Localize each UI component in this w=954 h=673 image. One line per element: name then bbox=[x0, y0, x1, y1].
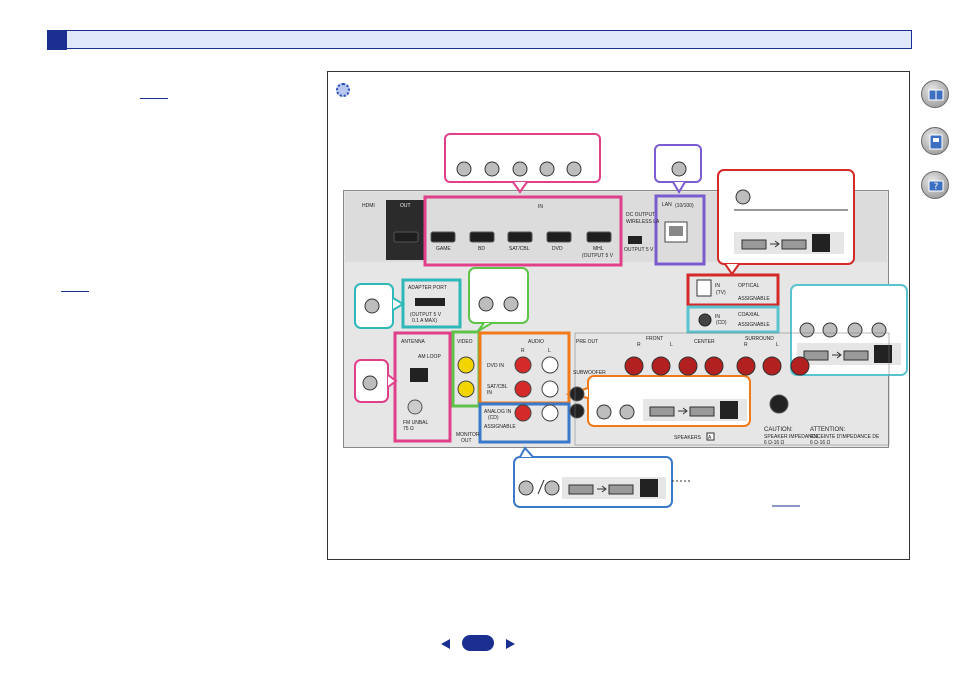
in-label: IN bbox=[538, 204, 543, 210]
hdmi-out-port bbox=[393, 231, 419, 243]
hdmi-port-mhl bbox=[586, 231, 612, 243]
surround-r-label: R bbox=[744, 342, 748, 348]
video-callout bbox=[468, 267, 529, 324]
wireless-label: WIRELESS LA bbox=[626, 219, 660, 225]
surround-l-label: L bbox=[776, 342, 779, 348]
hdmi-out-block bbox=[386, 200, 426, 260]
front-l-label: L bbox=[670, 342, 673, 348]
video-label: VIDEO bbox=[457, 339, 473, 345]
game-label: GAME bbox=[436, 246, 451, 252]
fm-unbal-label: FM UNBAL bbox=[403, 420, 429, 426]
dvd-in-label: DVD IN bbox=[487, 363, 504, 369]
optical-label: OPTICAL bbox=[738, 283, 760, 289]
adapter-output: (OUTPUT 5 V bbox=[410, 312, 442, 318]
audio-label: AUDIO bbox=[528, 339, 544, 345]
hdmi-port-game bbox=[430, 231, 456, 243]
section-header-marker bbox=[47, 30, 67, 50]
subwoofer-label: SUBWOOFER bbox=[573, 370, 606, 376]
adapter-port-label: ADAPTER PORT bbox=[408, 285, 447, 291]
assignable-label: ASSIGNABLE bbox=[484, 424, 516, 430]
audio-l-label: L bbox=[548, 348, 551, 354]
coaxial-assignable: ASSIGNABLE bbox=[738, 322, 770, 328]
dc-output-label: DC OUTPUT bbox=[626, 212, 656, 218]
tip-icon bbox=[336, 83, 350, 97]
fm-ohm-label: 75 Ω bbox=[403, 426, 414, 432]
surround-label: SURROUND bbox=[745, 336, 774, 342]
satcbl-label: SAT/CBL bbox=[509, 246, 530, 252]
next-page-icon bbox=[506, 639, 515, 649]
out-label: OUT bbox=[400, 203, 411, 209]
mhl-note: (OUTPUT 5 V bbox=[582, 253, 614, 259]
receiver-icon[interactable] bbox=[921, 127, 949, 155]
output-5v-label: OUTPUT 5 V bbox=[624, 247, 654, 253]
monitor-out-label: OUT bbox=[461, 438, 472, 444]
speakers-tag: A bbox=[708, 435, 712, 441]
note-frame bbox=[327, 71, 910, 560]
tv-label: (TV) bbox=[716, 290, 726, 296]
cd-label: (CD) bbox=[488, 415, 499, 421]
pre-out-label: PRE OUT bbox=[576, 339, 599, 345]
svg-text:?: ? bbox=[934, 182, 939, 192]
lan-spec: (10/100) bbox=[675, 203, 694, 209]
monitor-label: MONITOR bbox=[456, 432, 480, 438]
attention-label: ATTENTION: bbox=[810, 427, 846, 433]
attention-text2: 6 Ω-16 Ω bbox=[810, 440, 831, 446]
speakers-label: SPEAKERS bbox=[674, 435, 701, 441]
caution-text: SPEAKER IMPEDANCE bbox=[764, 434, 819, 440]
lan-label: LAN bbox=[662, 202, 672, 208]
page-link[interactable] bbox=[61, 291, 89, 292]
front-r-label: R bbox=[637, 342, 641, 348]
cd-coax-label: (CD) bbox=[716, 320, 727, 326]
hdmi-port-dvd bbox=[546, 231, 572, 243]
hdmi-label: HDMI bbox=[362, 203, 375, 209]
optical-assignable: ASSIGNABLE bbox=[738, 296, 770, 302]
antenna-label: ANTENNA bbox=[401, 339, 425, 345]
caution-text2: 6 Ω-16 Ω bbox=[764, 440, 785, 446]
tv-in-label: IN bbox=[715, 283, 720, 289]
page-link[interactable] bbox=[140, 98, 168, 99]
hdmi-port-bd bbox=[469, 231, 495, 243]
center-label: CENTER bbox=[694, 339, 715, 345]
prev-page-icon bbox=[441, 639, 450, 649]
analog-in-label: ANALOG IN bbox=[484, 409, 512, 415]
page-pill[interactable] bbox=[462, 635, 494, 651]
satcbl-in2-label: IN bbox=[487, 390, 492, 396]
adapter-amp: 0.1 A MAX) bbox=[412, 318, 438, 324]
hdmi-port-satcbl bbox=[507, 231, 533, 243]
coaxial-label: COAXIAL bbox=[738, 312, 760, 318]
front-label: FRONT bbox=[646, 336, 664, 342]
am-loop-label: AM LOOP bbox=[418, 354, 441, 360]
dvd-label: DVD bbox=[552, 246, 563, 252]
help-icon[interactable]: ? bbox=[921, 171, 949, 199]
caution-label: CAUTION: bbox=[764, 427, 793, 433]
usb-port bbox=[628, 236, 642, 244]
mhl-label: MHL bbox=[593, 246, 604, 252]
satcbl-in-label: SAT/CBL bbox=[487, 384, 508, 390]
book-icon[interactable] bbox=[921, 80, 949, 108]
cd-in-label: IN bbox=[715, 314, 720, 320]
attention-text: ENCEINTE D'IMPEDANCE DE bbox=[810, 434, 880, 440]
audio-r-label: R bbox=[521, 348, 525, 354]
bd-label: BD bbox=[478, 246, 485, 252]
